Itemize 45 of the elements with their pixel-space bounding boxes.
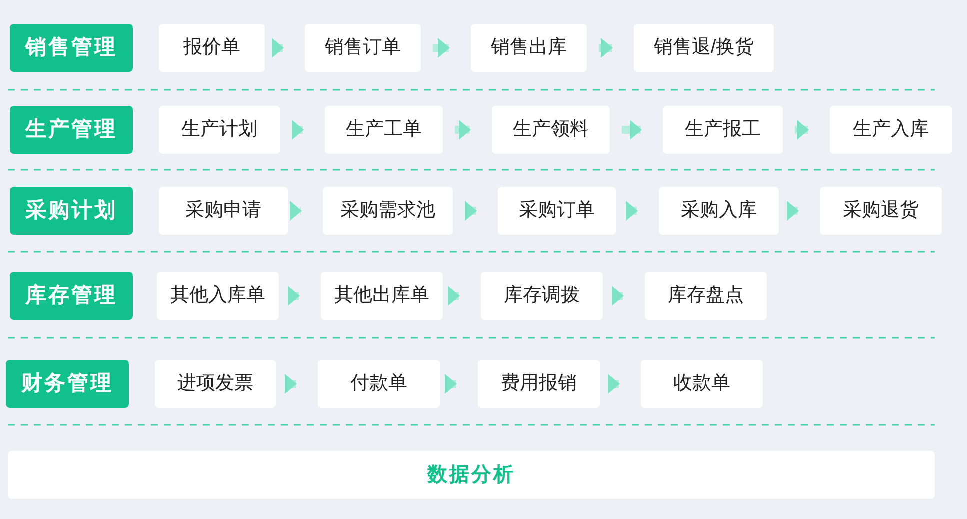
process-box: 生产工单 <box>325 106 443 154</box>
process-box: 费用报销 <box>478 360 600 408</box>
arrow <box>795 120 809 140</box>
process-box: 进项发票 <box>155 360 276 408</box>
arrow <box>608 374 620 394</box>
arrow <box>787 201 799 221</box>
arrow <box>292 120 304 140</box>
process-box: 采购订单 <box>498 187 616 235</box>
arrow <box>612 286 624 306</box>
arrow <box>285 374 297 394</box>
category-label: 财务管理 <box>6 360 129 408</box>
process-box: 采购退货 <box>820 187 942 235</box>
process-box: 生产报工 <box>663 106 783 154</box>
arrow <box>599 38 613 58</box>
arrow <box>626 201 638 221</box>
arrow <box>455 120 471 140</box>
process-box: 库存调拨 <box>481 272 603 320</box>
category-label: 库存管理 <box>10 272 133 320</box>
arrow <box>290 201 302 221</box>
process-box: 其他出库单 <box>321 272 443 320</box>
process-box: 收款单 <box>641 360 763 408</box>
category-label: 生产管理 <box>10 106 133 154</box>
process-box: 库存盘点 <box>645 272 767 320</box>
summary-bar: 数据分析 <box>8 451 935 499</box>
category-label: 采购计划 <box>10 187 133 235</box>
arrow <box>433 38 450 58</box>
arrow <box>445 374 457 394</box>
process-box: 采购申请 <box>159 187 288 235</box>
process-box: 生产入库 <box>830 106 952 154</box>
process-box: 生产领料 <box>492 106 610 154</box>
process-box: 销售退/换货 <box>634 24 774 72</box>
arrow <box>465 201 477 221</box>
process-box: 其他入库单 <box>157 272 279 320</box>
arrow <box>272 38 284 58</box>
arrow <box>448 286 460 306</box>
process-box: 生产计划 <box>159 106 280 154</box>
process-box: 销售出库 <box>471 24 587 72</box>
process-box: 采购需求池 <box>323 187 453 235</box>
process-box: 报价单 <box>159 24 265 72</box>
arrow <box>622 120 642 140</box>
process-box: 销售订单 <box>305 24 421 72</box>
process-box: 采购入库 <box>659 187 779 235</box>
arrow <box>288 286 300 306</box>
category-label: 销售管理 <box>10 24 133 72</box>
process-box: 付款单 <box>318 360 440 408</box>
